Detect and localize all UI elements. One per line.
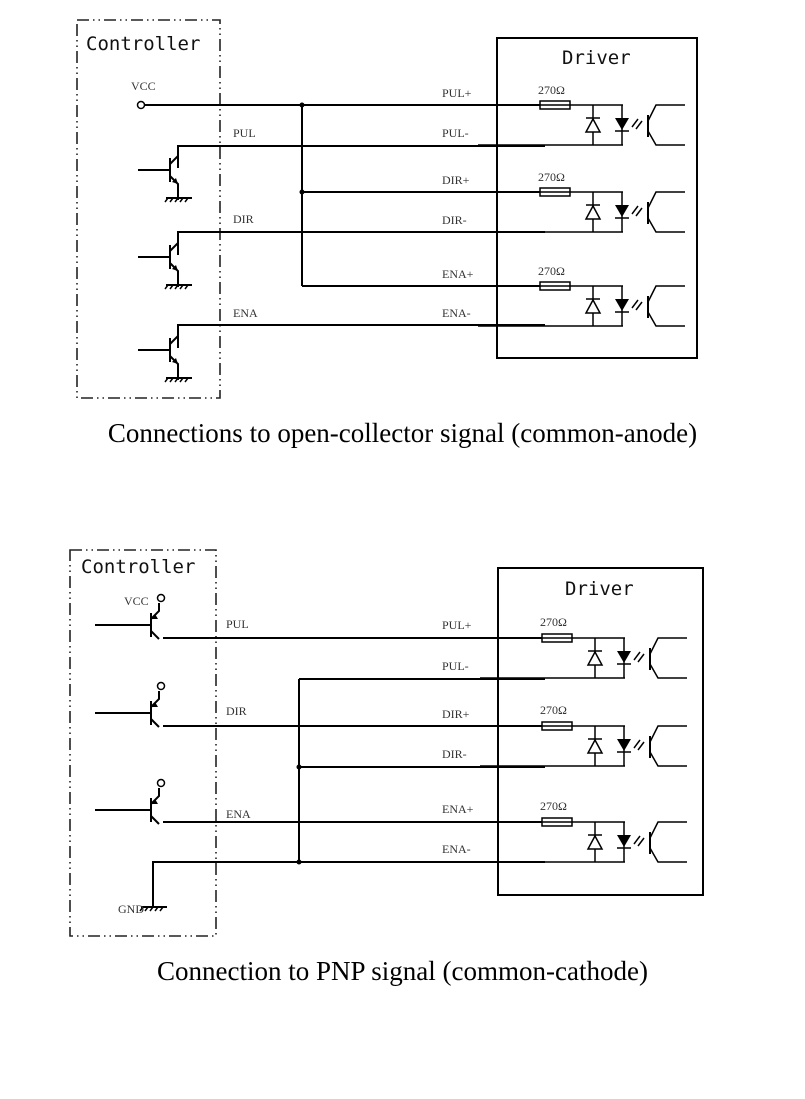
driver-box (497, 567, 704, 896)
resistor-label: 270Ω (540, 615, 567, 629)
transistor-pul (137, 145, 179, 201)
transistor-ena (137, 325, 179, 381)
optocoupler-icon (479, 821, 688, 863)
input-channel-ena: 270Ω (477, 264, 686, 327)
terminal-pul-minus: PUL- (442, 126, 469, 140)
terminal-dir-plus: DIR+ (442, 173, 470, 187)
signal-label-dir: DIR (226, 704, 247, 718)
gnd-label: GND (118, 902, 144, 916)
transistor-dir (94, 681, 166, 728)
transistor-dir (137, 232, 179, 288)
terminal-ena-minus: ENA- (442, 306, 471, 320)
ground-icon (139, 906, 168, 912)
driver-box (496, 37, 698, 359)
signal-label-dir: DIR (233, 212, 254, 226)
terminal-pul-plus: PUL+ (442, 86, 472, 100)
optocoupler-icon (479, 637, 688, 679)
diagram-common-anode: Controller VCC Driver PUL DIR ENA PUL+ P… (76, 19, 698, 399)
signal-label-ena: ENA (233, 306, 258, 320)
controller-label: Controller (86, 33, 200, 55)
controller-boundary (76, 19, 221, 399)
terminal-ena-plus: ENA+ (442, 802, 474, 816)
vcc-terminal (136, 100, 146, 110)
resistor-label: 270Ω (538, 264, 565, 278)
input-channel-dir: 270Ω (479, 703, 688, 767)
terminal-ena-minus: ENA- (442, 842, 471, 856)
dir-wire (177, 231, 545, 255)
optocoupler-icon (477, 191, 686, 233)
controller-boundary (69, 549, 217, 937)
input-channel-ena: 270Ω (479, 799, 688, 863)
caption-common-anode: Connections to open-collector signal (co… (107, 418, 698, 448)
ena-wire (177, 324, 545, 348)
signal-label-pul: PUL (233, 126, 256, 140)
input-channel-pul: 270Ω (477, 83, 686, 146)
terminal-dir-minus: DIR- (442, 213, 467, 227)
optocoupler-icon (477, 285, 686, 327)
terminal-pul-plus: PUL+ (442, 618, 472, 632)
signal-label-pul: PUL (226, 617, 249, 631)
resistor-label: 270Ω (540, 703, 567, 717)
optocoupler-icon (477, 104, 686, 146)
optocoupler-icon (479, 725, 688, 767)
controller-label: Controller (81, 556, 195, 578)
diagram-common-cathode: Controller VCC Driver GND PUL DIR ENA PU… (69, 549, 704, 937)
signal-label-ena: ENA (226, 807, 251, 821)
driver-label: Driver (562, 47, 631, 69)
transistor-ena (94, 778, 166, 825)
terminal-pul-minus: PUL- (442, 659, 469, 673)
vcc-label: VCC (131, 79, 156, 93)
pul-wire (177, 145, 545, 168)
terminal-dir-plus: DIR+ (442, 707, 470, 721)
gnd-wire (152, 861, 545, 907)
terminal-ena-plus: ENA+ (442, 267, 474, 281)
driver-label: Driver (565, 578, 634, 600)
caption-common-cathode: Connection to PNP signal (common-cathode… (157, 956, 648, 986)
input-channel-dir: 270Ω (477, 170, 686, 233)
resistor-label: 270Ω (538, 83, 565, 97)
vcc-label: VCC (124, 594, 149, 608)
resistor-label: 270Ω (538, 170, 565, 184)
terminal-dir-minus: DIR- (442, 747, 467, 761)
resistor-label: 270Ω (540, 799, 567, 813)
input-channel-pul: 270Ω (479, 615, 688, 679)
